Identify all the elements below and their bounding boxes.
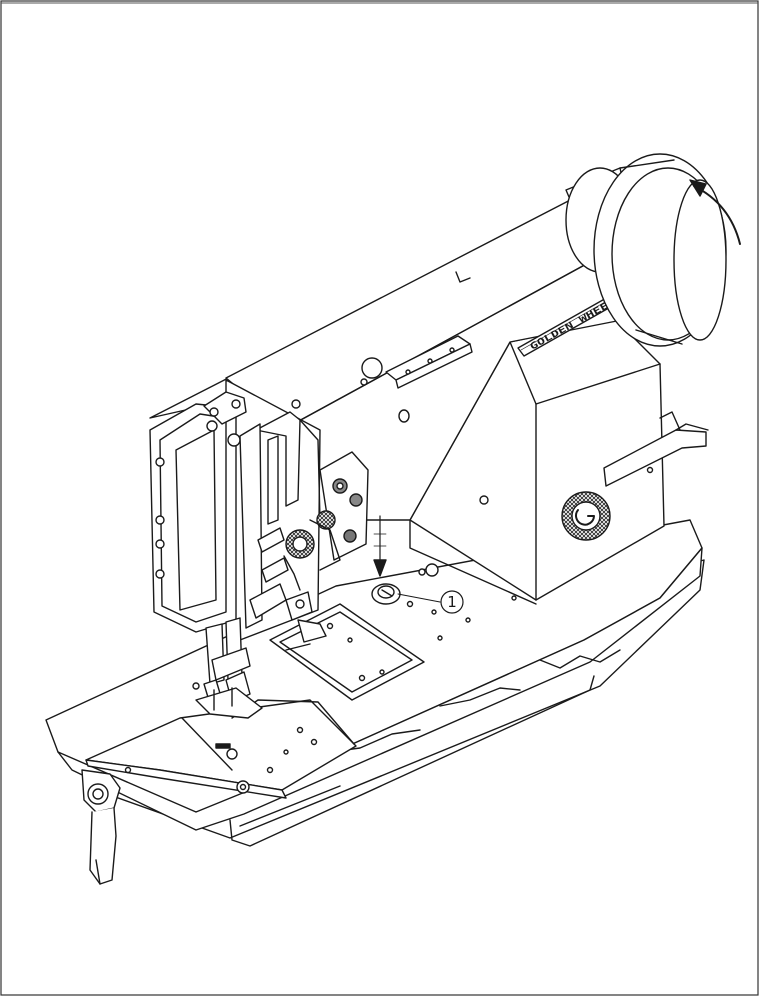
insert-direction-arrow [373, 515, 387, 577]
slide-plate [85, 699, 357, 799]
bed-holes [192, 563, 517, 690]
reverse-lever [603, 411, 709, 487]
bed-access-plate [269, 603, 425, 701]
callout-leader-line [397, 593, 441, 603]
thread-tension-assembly [283, 451, 369, 591]
bed-hinge-leg [81, 769, 121, 885]
bobbin-winder-part [371, 583, 401, 605]
machine-head [149, 379, 369, 719]
callout-1-label: 1 [447, 593, 457, 611]
hand-wheel [565, 153, 727, 347]
rotation-direction-arrow [689, 179, 741, 245]
stitch-length-dial [561, 491, 611, 541]
needle-bar-and-presser-foot [195, 617, 263, 719]
callout-1: 1 [440, 590, 464, 614]
